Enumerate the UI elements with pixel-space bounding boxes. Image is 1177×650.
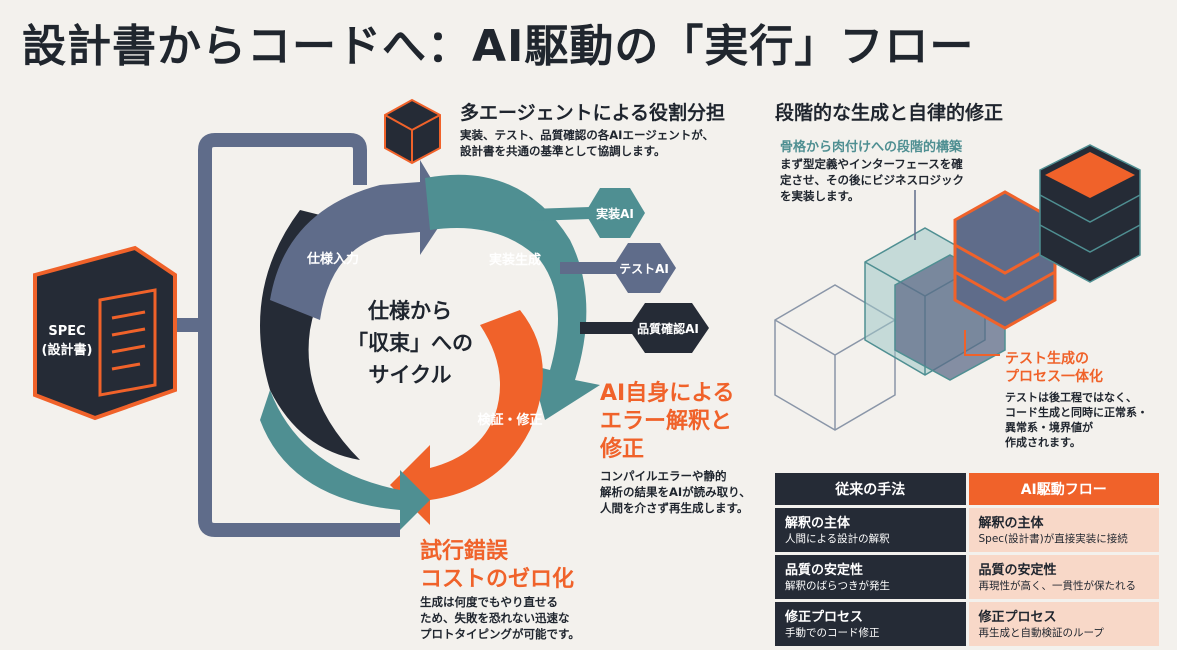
test-desc: テストは後工程ではなく、 コード生成と同時に正常系・ 異常系・境界値が 作成され…	[1005, 390, 1175, 450]
test-desc-line: 作成されます。	[1005, 436, 1081, 449]
agents-heading: 多エージェントによる役割分担	[460, 102, 726, 124]
trial-desc-line: 生成は何度でもやり直せる	[420, 595, 558, 609]
selffix-desc: コンパイルエラーや静的 解析の結果をAIが読み取り、 人間を介さず再生成します。	[600, 468, 770, 516]
selffix-desc-line: コンパイルエラーや静的	[600, 469, 727, 483]
compare-cell-right: 品質の安定性 再現性が高く、一貫性が保たれる	[968, 555, 1159, 599]
trial-heading-line: 試行錯誤	[420, 539, 509, 564]
spec-label-2: (設計書)	[42, 342, 93, 358]
compare-cell-left: 解釈の主体 人間による設計の解釈	[775, 508, 966, 552]
cycle-label-input: 仕様入力	[306, 251, 359, 267]
compare-head-right: AI駆動フロー	[968, 473, 1159, 505]
cell-title: 修正プロセス	[978, 609, 1057, 625]
spec-document-icon	[33, 245, 177, 421]
table-row: 解釈の主体 人間による設計の解釈 解釈の主体 Spec(設計書)が直接実装に接続	[775, 508, 1159, 552]
test-desc-line: 異常系・境界値が	[1005, 421, 1093, 434]
table-row: 品質の安定性 解釈のばらつきが発生 品質の安定性 再現性が高く、一貫性が保たれる	[775, 555, 1159, 599]
agents-desc-line: 実装、テスト、品質確認の各AIエージェントが、	[460, 128, 714, 142]
comparison-table: 従来の手法 AI駆動フロー 解釈の主体 人間による設計の解釈 解釈の主体 Spe…	[772, 470, 1162, 649]
selffix-desc-line: 人間を介さず再生成します。	[600, 501, 749, 515]
trial-desc-line: ため、失敗を恐れない迅速な	[420, 611, 570, 625]
cell-title: 品質の安定性	[978, 562, 1057, 578]
agent-impl-label: 実装AI	[596, 206, 634, 221]
agent-test-label: テストAI	[619, 262, 669, 276]
agents-desc: 実装、テスト、品質確認の各AIエージェントが、 設計書を共通の基準として協調しま…	[460, 127, 740, 159]
cycle-center-3: サイクル	[369, 363, 452, 387]
selffix-heading-line: AI自身による	[600, 381, 735, 406]
cell-title: 解釈の主体	[785, 515, 851, 531]
staged-heading: 段階的な生成と自律的修正	[775, 102, 1004, 124]
staged-desc-line: まず型定義やインターフェースを確	[780, 157, 963, 171]
agent-quality-label: 品質確認AI	[637, 321, 699, 336]
hex-quality	[628, 303, 709, 353]
compare-cell-right: 解釈の主体 Spec(設計書)が直接実装に接続	[968, 508, 1159, 552]
compare-cell-left: 品質の安定性 解釈のばらつきが発生	[775, 555, 966, 599]
spec-label-1: SPEC	[48, 324, 85, 339]
staged-desc-line: を実装します。	[780, 189, 860, 203]
cell-sub: 手動でのコード修正	[785, 626, 880, 639]
selffix-heading-line: エラー解釈と	[600, 409, 733, 434]
compare-cell-left: 修正プロセス 手動でのコード修正	[775, 602, 966, 646]
spec-bracket	[175, 133, 367, 332]
compare-head-left: 従来の手法	[775, 473, 966, 505]
hex-impl	[585, 188, 645, 238]
test-heading: テスト生成の プロセス一体化	[1005, 350, 1103, 386]
cycle-label-verify: 検証・修正	[477, 412, 542, 428]
trial-desc-line: プロトタイピングが可能です。	[420, 627, 580, 641]
staged-desc: まず型定義やインターフェースを確 定させ、その後にビジネスロジック を実装します…	[780, 156, 980, 204]
test-heading-line: テスト生成の	[1005, 351, 1089, 367]
trial-desc: 生成は何度でもやり直せる ため、失敗を恐れない迅速な プロトタイピングが可能です…	[420, 594, 600, 642]
selffix-heading-line: 修正	[600, 437, 645, 462]
selffix-heading: AI自身による エラー解釈と 修正	[600, 380, 735, 464]
cycle-center-2: 「収束」への	[347, 331, 473, 355]
trial-heading: 試行錯誤 コストのゼロ化	[420, 538, 574, 594]
compare-cell-right: 修正プロセス 再生成と自動検証のループ	[968, 602, 1159, 646]
cell-title: 修正プロセス	[785, 609, 864, 625]
staged-subheading: 骨格から肉付けへの段階的構築	[780, 140, 963, 155]
cycle-label-gen: 実装生成	[489, 252, 541, 268]
cube-icon	[384, 98, 441, 165]
selffix-desc-line: 解析の結果をAIが読み取り、	[600, 485, 751, 499]
test-desc-line: コード生成と同時に正常系・	[1005, 406, 1148, 419]
cell-sub: Spec(設計書)が直接実装に接続	[978, 532, 1128, 545]
cycle-center-1: 仕様から	[367, 299, 452, 323]
cell-sub: 人間による設計の解釈	[785, 532, 890, 545]
cell-sub: 再現性が高く、一貫性が保たれる	[978, 579, 1137, 592]
cell-title: 解釈の主体	[978, 515, 1044, 531]
cell-sub: 再生成と自動検証のループ	[978, 626, 1104, 639]
cell-sub: 解釈のばらつきが発生	[785, 579, 890, 592]
staged-cubes-illustration	[774, 144, 1141, 431]
table-row: 修正プロセス 手動でのコード修正 修正プロセス 再生成と自動検証のループ	[775, 602, 1159, 646]
page-title: 設計書からコードへ：AI駆動の「実行」フロー	[22, 21, 975, 72]
cycle-arrows	[260, 160, 600, 530]
agents-desc-line: 設計書を共通の基準として協調します。	[460, 144, 666, 158]
staged-desc-line: 定させ、その後にビジネスロジック	[780, 173, 964, 187]
trial-heading-line: コストのゼロ化	[420, 567, 575, 592]
cell-title: 品質の安定性	[785, 562, 864, 578]
test-heading-line: プロセス一体化	[1005, 369, 1103, 385]
hex-test	[612, 243, 676, 293]
test-desc-line: テストは後工程ではなく、	[1005, 391, 1137, 404]
